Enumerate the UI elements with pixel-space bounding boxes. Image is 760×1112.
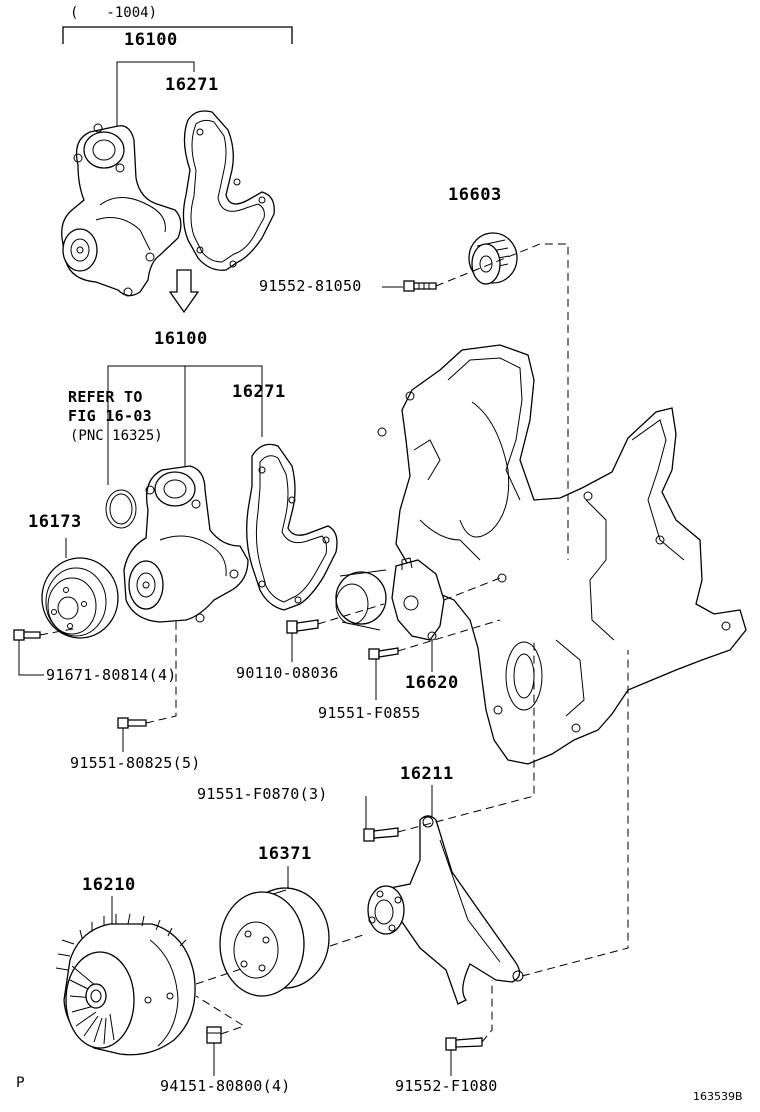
top-water-pump-drawing xyxy=(61,123,182,297)
fluid-coupling-drawing xyxy=(55,913,196,1056)
pulley-bolt-dash xyxy=(39,627,79,636)
fan-pulley-drawing xyxy=(219,887,330,997)
part-number-16210[interactable]: 16210 xyxy=(82,875,136,895)
refer-note-line-2[interactable]: FIG 16-03 xyxy=(68,407,152,425)
refer-note-line-1: REFER TO xyxy=(68,388,143,406)
part-number-16271-top[interactable]: 16271 xyxy=(165,75,219,95)
pump-bolt-drawing xyxy=(117,717,147,729)
tensioner-stud-dash xyxy=(397,619,501,652)
tensioner-drawing xyxy=(335,557,445,641)
part-code-pulley-bolt[interactable]: 91671-80814(4) xyxy=(46,666,177,684)
timing-cover-drawing xyxy=(377,344,747,765)
part-number-16100-top[interactable]: 16100 xyxy=(124,30,178,50)
superseded-arrow xyxy=(168,269,200,314)
mid-gasket-drawing xyxy=(246,443,338,611)
date-range-bracket xyxy=(62,26,293,44)
tensioner-bolt-drawing xyxy=(286,619,319,634)
pulley-bolt-drawing xyxy=(13,629,41,641)
idler-bolt-drawing xyxy=(403,280,437,292)
bracket-right-dash xyxy=(521,650,629,977)
part-code-coupling-nut[interactable]: 94151-80800(4) xyxy=(160,1077,291,1095)
mid-water-pump-drawing xyxy=(123,465,249,623)
bracket-bottom-bolt-drawing xyxy=(445,1037,483,1051)
bracket-bolt-dash xyxy=(397,640,535,833)
part-code-tensioner-stud[interactable]: 91551-F0855 xyxy=(318,704,421,722)
pump-bolt-dash xyxy=(145,620,177,724)
date-range-label: ( -1004) xyxy=(70,5,158,21)
fan-pulley-dash xyxy=(329,933,367,947)
part-code-bracket-bottom-bolt[interactable]: 91552-F1080 xyxy=(395,1077,498,1095)
idler-dash-leader xyxy=(435,243,569,560)
part-code-pump-bolt[interactable]: 91551-80825(5) xyxy=(70,754,201,772)
part-code-idler-bolt[interactable]: 91552-81050 xyxy=(259,277,362,295)
bracket-bottom-bolt-dash xyxy=(481,980,493,1043)
part-number-16173[interactable]: 16173 xyxy=(28,512,82,532)
part-number-16371[interactable]: 16371 xyxy=(258,844,312,864)
part-number-16100-mid[interactable]: 16100 xyxy=(154,329,208,349)
part-number-16603[interactable]: 16603 xyxy=(448,185,502,205)
coupling-nut-drawing xyxy=(206,1026,222,1044)
bracket-bolt-drawing xyxy=(363,827,399,842)
idler-pulley-drawing xyxy=(468,232,518,285)
part-number-16271-mid[interactable]: 16271 xyxy=(232,382,286,402)
o-ring-drawing xyxy=(105,489,137,529)
part-number-16211[interactable]: 16211 xyxy=(400,764,454,784)
tensioner-dash xyxy=(443,577,501,601)
pump-pulley-drawing xyxy=(41,557,119,639)
tensioner-stud-drawing xyxy=(368,647,399,660)
refer-note-line-3: (PNC 16325) xyxy=(70,428,163,444)
top-leaders xyxy=(116,61,195,150)
part-number-16620[interactable]: 16620 xyxy=(405,673,459,693)
top-gasket-drawing xyxy=(182,110,275,271)
part-code-bracket-bolt[interactable]: 91551-F0870(3) xyxy=(197,785,328,803)
pulley-bolt-leader xyxy=(18,640,44,676)
bracket-drawing xyxy=(367,815,524,1005)
tensioner-bolt-dash xyxy=(317,603,385,625)
mid-leaders xyxy=(107,365,263,485)
coupling-dash xyxy=(195,967,245,985)
figure-id: 163539B xyxy=(693,1090,743,1103)
corner-letter: P xyxy=(16,1075,25,1091)
part-code-tensioner-bolt[interactable]: 90110-08036 xyxy=(236,664,339,682)
